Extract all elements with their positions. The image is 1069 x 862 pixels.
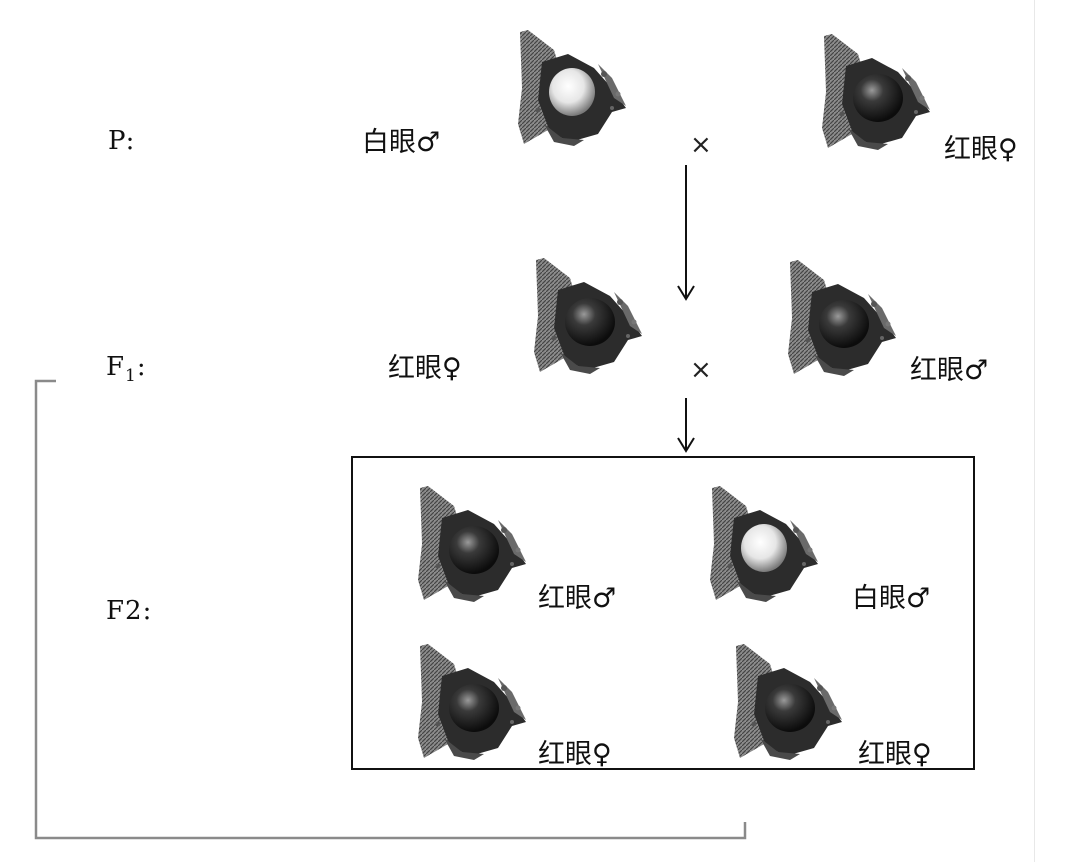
- arrow-p-to-f1-head: [677, 285, 695, 301]
- f2-label-4: 红眼♀: [858, 739, 932, 770]
- fly-head-icon: [414, 642, 529, 762]
- parent-right-label: 红眼♀: [944, 134, 1018, 165]
- fly-head-icon: [530, 256, 645, 376]
- fly-head-icon: [514, 28, 629, 148]
- f2-label-3: 红眼♀: [538, 739, 612, 770]
- generation-label-f1: F1:: [106, 352, 147, 387]
- arrow-f1-to-f2-head: [677, 437, 695, 453]
- f1-right-label: 红眼♂: [910, 355, 989, 386]
- generation-label-p: P:: [108, 126, 136, 156]
- cross-symbol-f1: ×: [690, 355, 712, 385]
- backcross-bracket: [34, 379, 747, 840]
- fly-head-icon: [414, 484, 529, 604]
- fly-head-icon: [784, 258, 899, 378]
- fly-head-icon: [818, 32, 933, 152]
- fly-head-icon: [706, 484, 821, 604]
- parent-left-label: 白眼♂: [362, 127, 441, 158]
- f2-offspring-box: [351, 456, 975, 770]
- f1-left-label: 红眼♀: [388, 353, 462, 384]
- cross-symbol-p: ×: [690, 130, 712, 160]
- f2-label-1: 红眼♂: [538, 583, 617, 614]
- f2-label-2: 白眼♂: [852, 583, 931, 614]
- fly-head-icon: [730, 642, 845, 762]
- generation-label-f2: F2:: [106, 596, 153, 626]
- page-right-edge: [1034, 0, 1035, 862]
